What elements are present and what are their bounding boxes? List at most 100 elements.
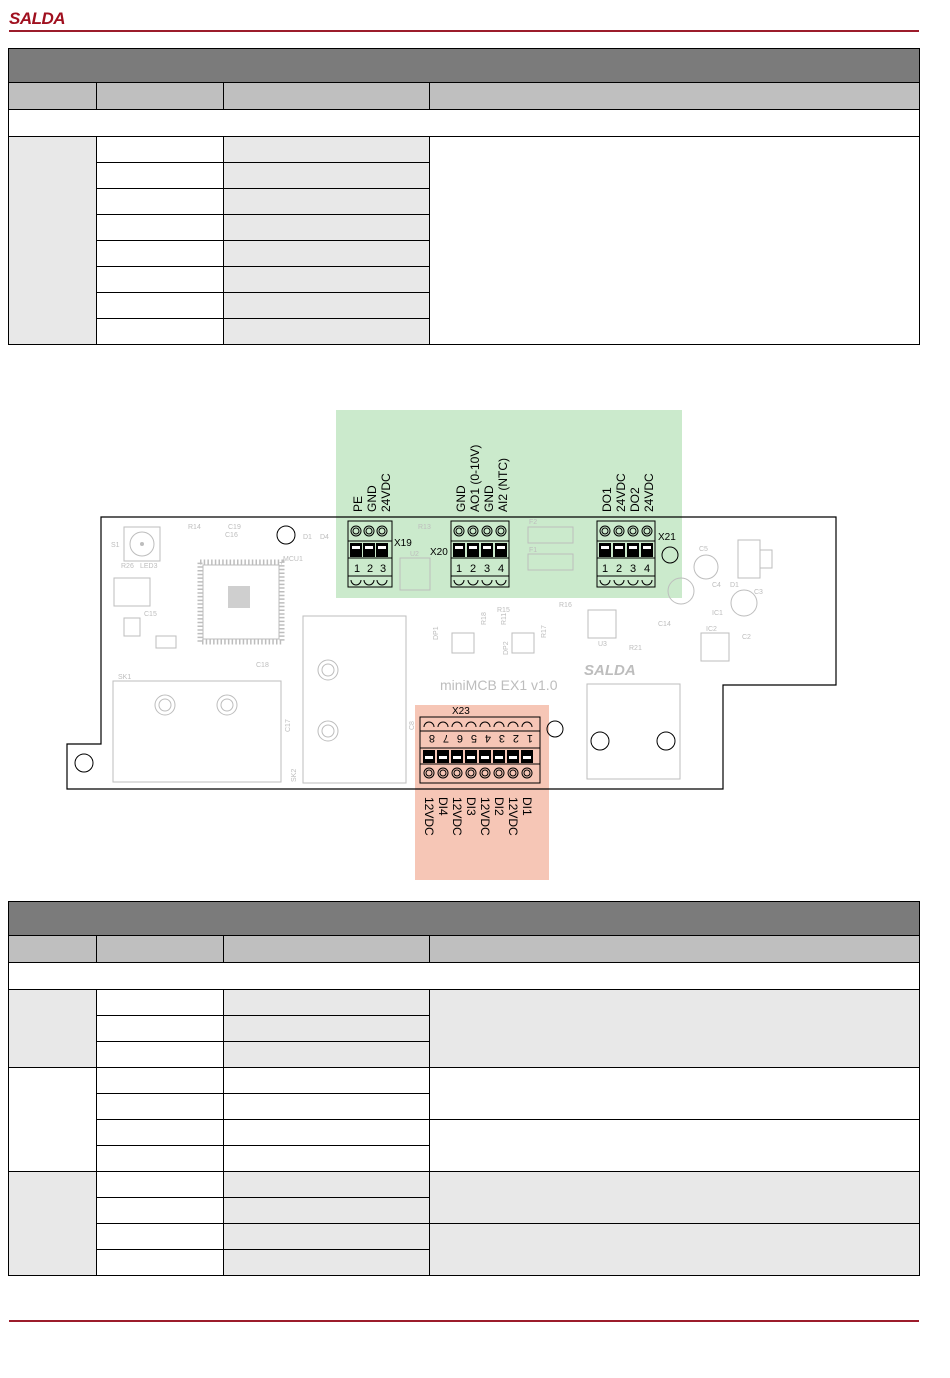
silk-label: R15 (497, 607, 510, 614)
x19-pin: 2 (367, 563, 373, 575)
silk-label: R21 (629, 645, 642, 652)
silk-label: C15 (144, 611, 157, 618)
table-row (9, 1119, 920, 1172)
sk2-connector: SK2 (291, 615, 407, 784)
terminal-clamp (453, 543, 465, 557)
terminal-slot (467, 756, 475, 759)
x21-signal: 24VDC (642, 473, 656, 512)
x23-signal: 12VDC (506, 797, 520, 836)
table-row (9, 318, 920, 345)
x23-signal: 12VDC (422, 797, 436, 836)
mount-hole (590, 731, 610, 751)
mount-hole (276, 525, 296, 545)
x23-pin: 6 (457, 732, 463, 744)
terminal-wire-entry (507, 721, 519, 728)
terminal-screw-inner (523, 769, 531, 777)
table-row (8, 989, 920, 1068)
terminal-screw-inner (509, 769, 517, 777)
x23-pin: 7 (443, 732, 449, 744)
terminal-wire-entry (479, 721, 491, 728)
terminal-slot (481, 756, 489, 759)
table-row (9, 1093, 920, 1120)
x23-signal: DI3 (464, 797, 478, 816)
silk-label: D1 (303, 534, 312, 541)
x20-signal: AO1 (0-10V) (468, 445, 482, 512)
table-header-row (8, 82, 920, 110)
top-spec-table (8, 48, 920, 345)
terminal-screw (507, 767, 519, 779)
fuse (527, 553, 574, 571)
x23-signal: DI2 (492, 797, 506, 816)
terminal-screw (627, 525, 639, 537)
silk-label: R11 (501, 613, 508, 625)
terminal-screw-inner (495, 769, 503, 777)
x23-signal: 12VDC (450, 797, 464, 836)
terminal-slot (629, 546, 637, 549)
terminal-screw (521, 767, 533, 779)
x20-pin: 4 (498, 563, 504, 575)
table-row (9, 1145, 920, 1172)
table-header-row (8, 935, 920, 963)
component (155, 635, 177, 649)
terminal-screw-inner (453, 769, 461, 777)
ic2-chip (700, 632, 730, 662)
silk-label: IC2 (706, 626, 717, 633)
silk-label: R13 (418, 524, 431, 531)
capacitor (667, 577, 695, 605)
table-row (9, 240, 920, 267)
x23-pin: 1 (527, 732, 533, 744)
terminal-slot (365, 546, 373, 549)
x19-label: X19 (394, 538, 412, 549)
silk-label: C14 (658, 621, 671, 628)
svg-text:SK2: SK2 (291, 769, 298, 782)
regulator (737, 539, 761, 579)
mcu-chip (197, 559, 285, 645)
x23-pin: 5 (471, 732, 477, 744)
table-row (9, 1197, 920, 1224)
c3-capacitor (730, 589, 758, 617)
terminal-wire-entry (453, 579, 465, 586)
x21-pin: 4 (644, 563, 650, 575)
terminal-slot (509, 756, 517, 759)
x20-signal: AI2 (NTC) (496, 458, 510, 512)
terminal-screw-inner (483, 527, 491, 535)
table-row (9, 292, 920, 319)
fuse (527, 526, 574, 544)
x23-signal: 12VDC (478, 797, 492, 836)
silk-label: R17 (541, 625, 548, 638)
bottom-spec-table (8, 901, 920, 1276)
terminal-screw (465, 767, 477, 779)
terminal-slot (523, 756, 531, 759)
terminal-clamp (350, 543, 362, 557)
terminal-clamp (641, 543, 653, 557)
silk-label: F2 (529, 519, 537, 526)
silk-label: U2 (410, 551, 419, 558)
x21-pin: 3 (630, 563, 636, 575)
x23-pin: 8 (429, 732, 435, 744)
terminal-screw (451, 767, 463, 779)
x19-signal: GND (365, 485, 379, 512)
terminal-screw-inner (615, 527, 623, 535)
terminal-slot (495, 756, 503, 759)
mount-hole (656, 731, 676, 751)
board-logo: SALDA (584, 662, 636, 679)
silk-label: C18 (256, 662, 269, 669)
x21-pin: 1 (602, 563, 608, 575)
x21-signal: DO1 (600, 487, 614, 512)
terminal-clamp (363, 543, 375, 557)
terminal-wire-entry (350, 579, 362, 586)
board-name: miniMCB EX1 v1.0 (440, 677, 558, 693)
terminal-slot (643, 546, 651, 549)
x23-pin: 3 (499, 732, 505, 744)
table-row (9, 214, 920, 241)
terminal-screw (641, 525, 653, 537)
silk-label: C2 (742, 634, 751, 641)
terminal-slot (352, 546, 360, 549)
x23-signal: DI1 (520, 797, 534, 816)
u3-chip (587, 609, 617, 639)
terminal-screw-inner (439, 769, 447, 777)
brand-logo: SALDA (9, 9, 66, 28)
terminal-wire-entry (641, 579, 653, 586)
terminal-wire-entry (521, 721, 533, 728)
terminal-screw-inner (643, 527, 651, 535)
